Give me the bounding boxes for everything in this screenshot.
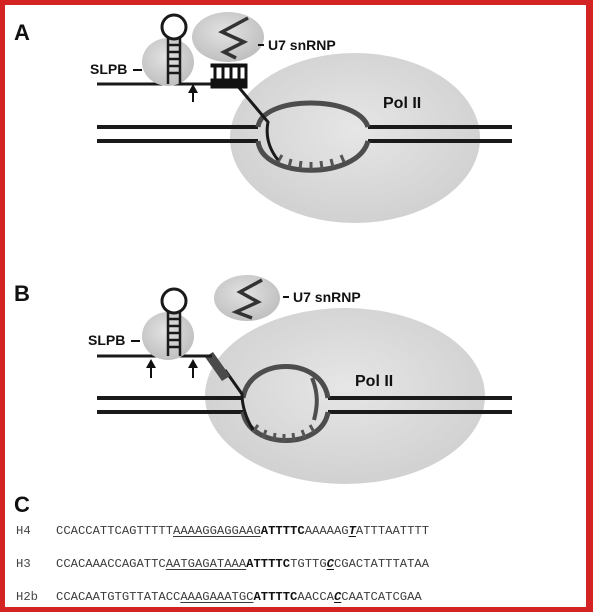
stem-loop <box>160 13 188 41</box>
hde-underlined-segment: AATGAGATAAA <box>165 557 247 571</box>
sequence-row-h4: H4 CCACCATTCAGTTTTTAAAAGGAGGAAGATTTTCAAAA… <box>16 524 429 538</box>
sequence-segment: AAAAAG <box>304 524 349 538</box>
conserved-motif: ATTTTC <box>253 590 298 604</box>
sequence-segment: CCACCATTCAGTTTTT <box>56 524 174 538</box>
pol-ii-label: Pol II <box>383 95 421 112</box>
sequence-segment: TGTTG <box>290 557 327 571</box>
stem-ladder <box>166 37 182 84</box>
cleavage-arrow <box>188 359 198 378</box>
sequence-label: H4 <box>16 524 31 538</box>
panel-a: A <box>14 12 512 223</box>
sequence-segment: ATTTAATTTT <box>355 524 430 538</box>
conserved-motif: ATTTTC <box>246 557 291 571</box>
hybrid-rungs <box>251 424 316 442</box>
cleavage-arrow <box>146 359 156 378</box>
cleavage-site-nucleotide: C <box>333 590 342 604</box>
nascent-rna <box>234 83 280 161</box>
dna-duplex <box>97 396 512 414</box>
stem-loop <box>160 287 188 315</box>
panel-b: B <box>14 275 512 484</box>
hybrid-rungs <box>276 154 346 170</box>
hde-duplex <box>210 63 248 89</box>
nascent-rna <box>223 369 255 431</box>
panel-b-letter: B <box>14 281 30 306</box>
u7-rna <box>231 278 263 320</box>
sequence-segment: CCACAAACCAGATTC <box>56 557 166 571</box>
u7-snrnp <box>214 275 280 321</box>
panel-c-letter: C <box>14 492 30 517</box>
slbp-label: SLPB <box>90 61 127 77</box>
panel-a-letter: A <box>14 20 30 45</box>
cleavage-site-nucleotide: T <box>348 524 356 538</box>
u7-rna <box>218 16 249 60</box>
nascent-rna-inner <box>310 377 319 421</box>
pol-ii-label: Pol II <box>355 373 393 390</box>
hde-element <box>205 352 230 381</box>
sequence-segment: CCACAATGTGTTATACC <box>56 590 181 604</box>
conserved-motif: ATTTTC <box>260 524 305 538</box>
cleavage-arrow <box>188 84 198 102</box>
sequence-segment: AACCA <box>297 590 334 604</box>
sequence-label: H2b <box>16 590 38 604</box>
sequence-segment: CGACTATTTATAA <box>333 557 430 571</box>
u7-snrnp <box>192 12 264 62</box>
stem-ladder <box>166 311 182 356</box>
u7-label: U7 snRNP <box>293 289 361 305</box>
u7-label: U7 snRNP <box>268 37 336 53</box>
dna-duplex <box>97 125 512 143</box>
sequence-row-h2b: H2b CCACAATGTGTTATACCAAAGAAATGCATTTTCAACC… <box>16 590 422 604</box>
pol-ii-blob <box>230 53 480 223</box>
slbp-label: SLPB <box>88 332 125 348</box>
sequence-segment: CAATCATCGAA <box>341 590 422 604</box>
hde-underlined-segment: AAAAGGAGGAAG <box>173 524 261 538</box>
hde-underlined-segment: AAAGAAATGC <box>180 590 254 604</box>
sequence-label: H3 <box>16 557 31 571</box>
cleavage-site-nucleotide: C <box>326 557 334 571</box>
